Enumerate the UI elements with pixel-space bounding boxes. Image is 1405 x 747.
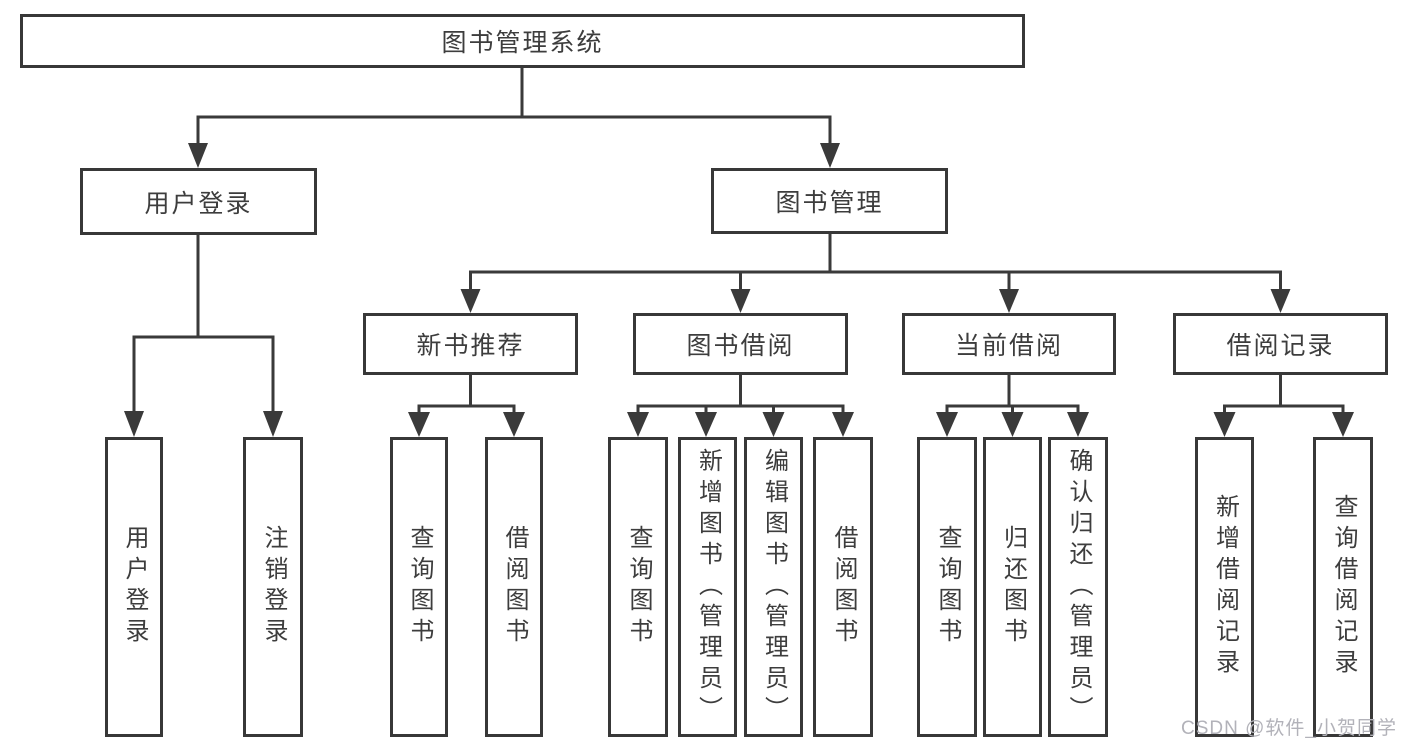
node-query-books-borrow: 查询图书: [608, 437, 668, 737]
connector-book-management-children: [460, 233, 1291, 313]
connector-root-to-level2: [188, 67, 840, 168]
node-query-books-current: 查询图书: [917, 437, 977, 737]
connector-user-login-children: [124, 234, 283, 437]
node-add-borrow-record: 新增借阅记录: [1195, 437, 1254, 737]
node-return-books: 归还图书: [983, 437, 1042, 737]
connector-borrowing-records-children: [1213, 375, 1354, 437]
node-borrow-books-recommend: 借阅图书: [485, 437, 543, 737]
watermark: CSDN @软件_小贺同学: [1181, 718, 1397, 739]
connector-new-book-recommend-children: [408, 374, 525, 437]
connector-current-borrowing-children: [936, 375, 1089, 437]
node-book-management: 图书管理: [711, 168, 948, 234]
node-book-borrowing: 图书借阅: [633, 313, 848, 375]
node-confirm-return-admin: 确认归还（管理员）: [1048, 437, 1108, 737]
node-borrowing-records: 借阅记录: [1173, 313, 1388, 375]
node-add-books-admin: 新增图书（管理员）: [678, 437, 737, 737]
node-query-borrow-record: 查询借阅记录: [1313, 437, 1373, 737]
node-user-login-action: 用户登录: [105, 437, 163, 737]
node-query-books-recommend: 查询图书: [390, 437, 448, 737]
node-edit-books-admin: 编辑图书（管理员）: [744, 437, 803, 737]
node-borrow-books-action: 借阅图书: [813, 437, 873, 737]
node-root: 图书管理系统: [20, 14, 1025, 68]
node-new-book-recommend: 新书推荐: [363, 313, 578, 375]
node-user-login: 用户登录: [80, 168, 317, 235]
connector-book-borrowing-children: [627, 375, 854, 437]
node-logout-action: 注销登录: [243, 437, 303, 737]
node-current-borrowing: 当前借阅: [902, 313, 1116, 375]
